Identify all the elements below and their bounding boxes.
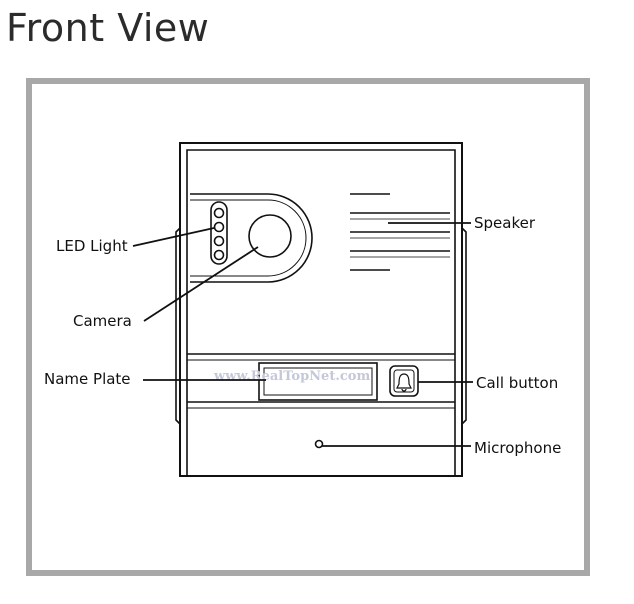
call-button-inner bbox=[393, 369, 415, 393]
led-dot-1 bbox=[213, 207, 225, 219]
camera-module bbox=[190, 193, 313, 283]
label-led-light: LED Light bbox=[56, 237, 128, 255]
name-plate-inner bbox=[263, 367, 373, 396]
speaker-slot-lower bbox=[350, 218, 450, 258]
label-camera: Camera bbox=[73, 312, 132, 330]
right-rail bbox=[461, 227, 467, 425]
watermark-text: www.RealTopNet.com bbox=[213, 369, 370, 384]
page-title: Front View bbox=[6, 6, 210, 50]
label-name-plate: Name Plate bbox=[44, 370, 131, 388]
label-speaker: Speaker bbox=[474, 214, 536, 232]
led-dot-2 bbox=[213, 221, 225, 233]
call-button-outer bbox=[389, 365, 419, 397]
device-body bbox=[179, 142, 463, 477]
leader-led-light bbox=[132, 227, 215, 247]
led-dot-3 bbox=[213, 235, 225, 247]
device-inner-edge bbox=[186, 149, 456, 476]
camera-lens bbox=[248, 214, 292, 258]
leader-camera bbox=[143, 246, 259, 322]
label-microphone: Microphone bbox=[474, 439, 561, 457]
label-call-button: Call button bbox=[476, 374, 558, 392]
diagram-frame bbox=[26, 78, 590, 576]
left-rail bbox=[175, 227, 181, 425]
microphone-hole bbox=[314, 439, 324, 449]
name-plate-outer bbox=[258, 362, 378, 401]
led-dot-4 bbox=[213, 249, 225, 261]
led-bar bbox=[210, 201, 228, 265]
camera-module-inner bbox=[190, 199, 307, 277]
bell-icon bbox=[396, 373, 412, 392]
